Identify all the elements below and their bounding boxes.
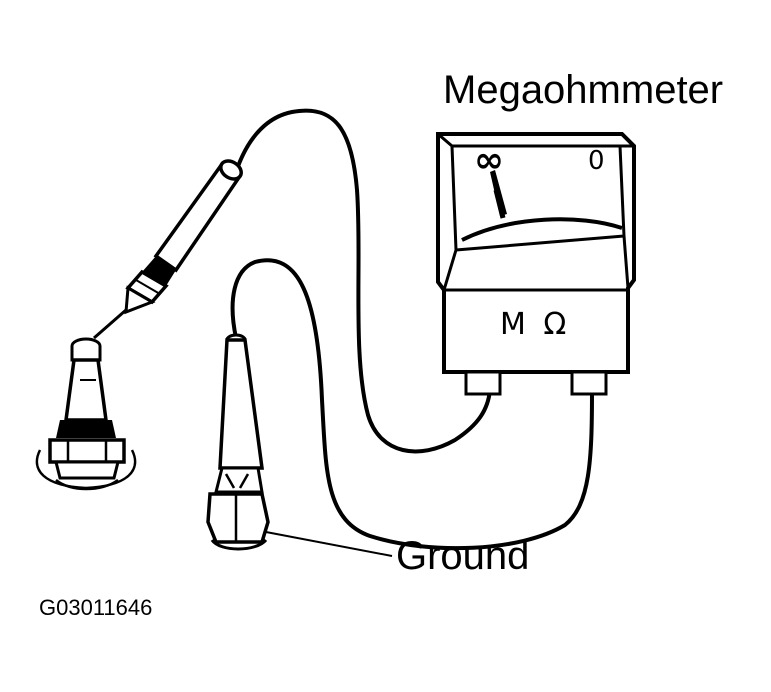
ground-leader-line bbox=[265, 531, 393, 557]
scale-infinity-mark: ∞ bbox=[474, 140, 504, 181]
ground-clip bbox=[206, 333, 270, 551]
ground-cable bbox=[230, 258, 594, 551]
test-probe bbox=[93, 159, 243, 340]
megaohmmeter-label: Megaohmmeter bbox=[443, 68, 724, 112]
scale-zero-mark: 0 bbox=[588, 146, 605, 176]
ground-label: Ground bbox=[396, 534, 530, 578]
unit-label: M Ω bbox=[500, 307, 571, 342]
figure-code: G03011646 bbox=[39, 595, 153, 620]
spark-plug bbox=[35, 337, 137, 491]
megaohmmeter-unit bbox=[436, 132, 636, 396]
probe-cable bbox=[234, 108, 492, 454]
